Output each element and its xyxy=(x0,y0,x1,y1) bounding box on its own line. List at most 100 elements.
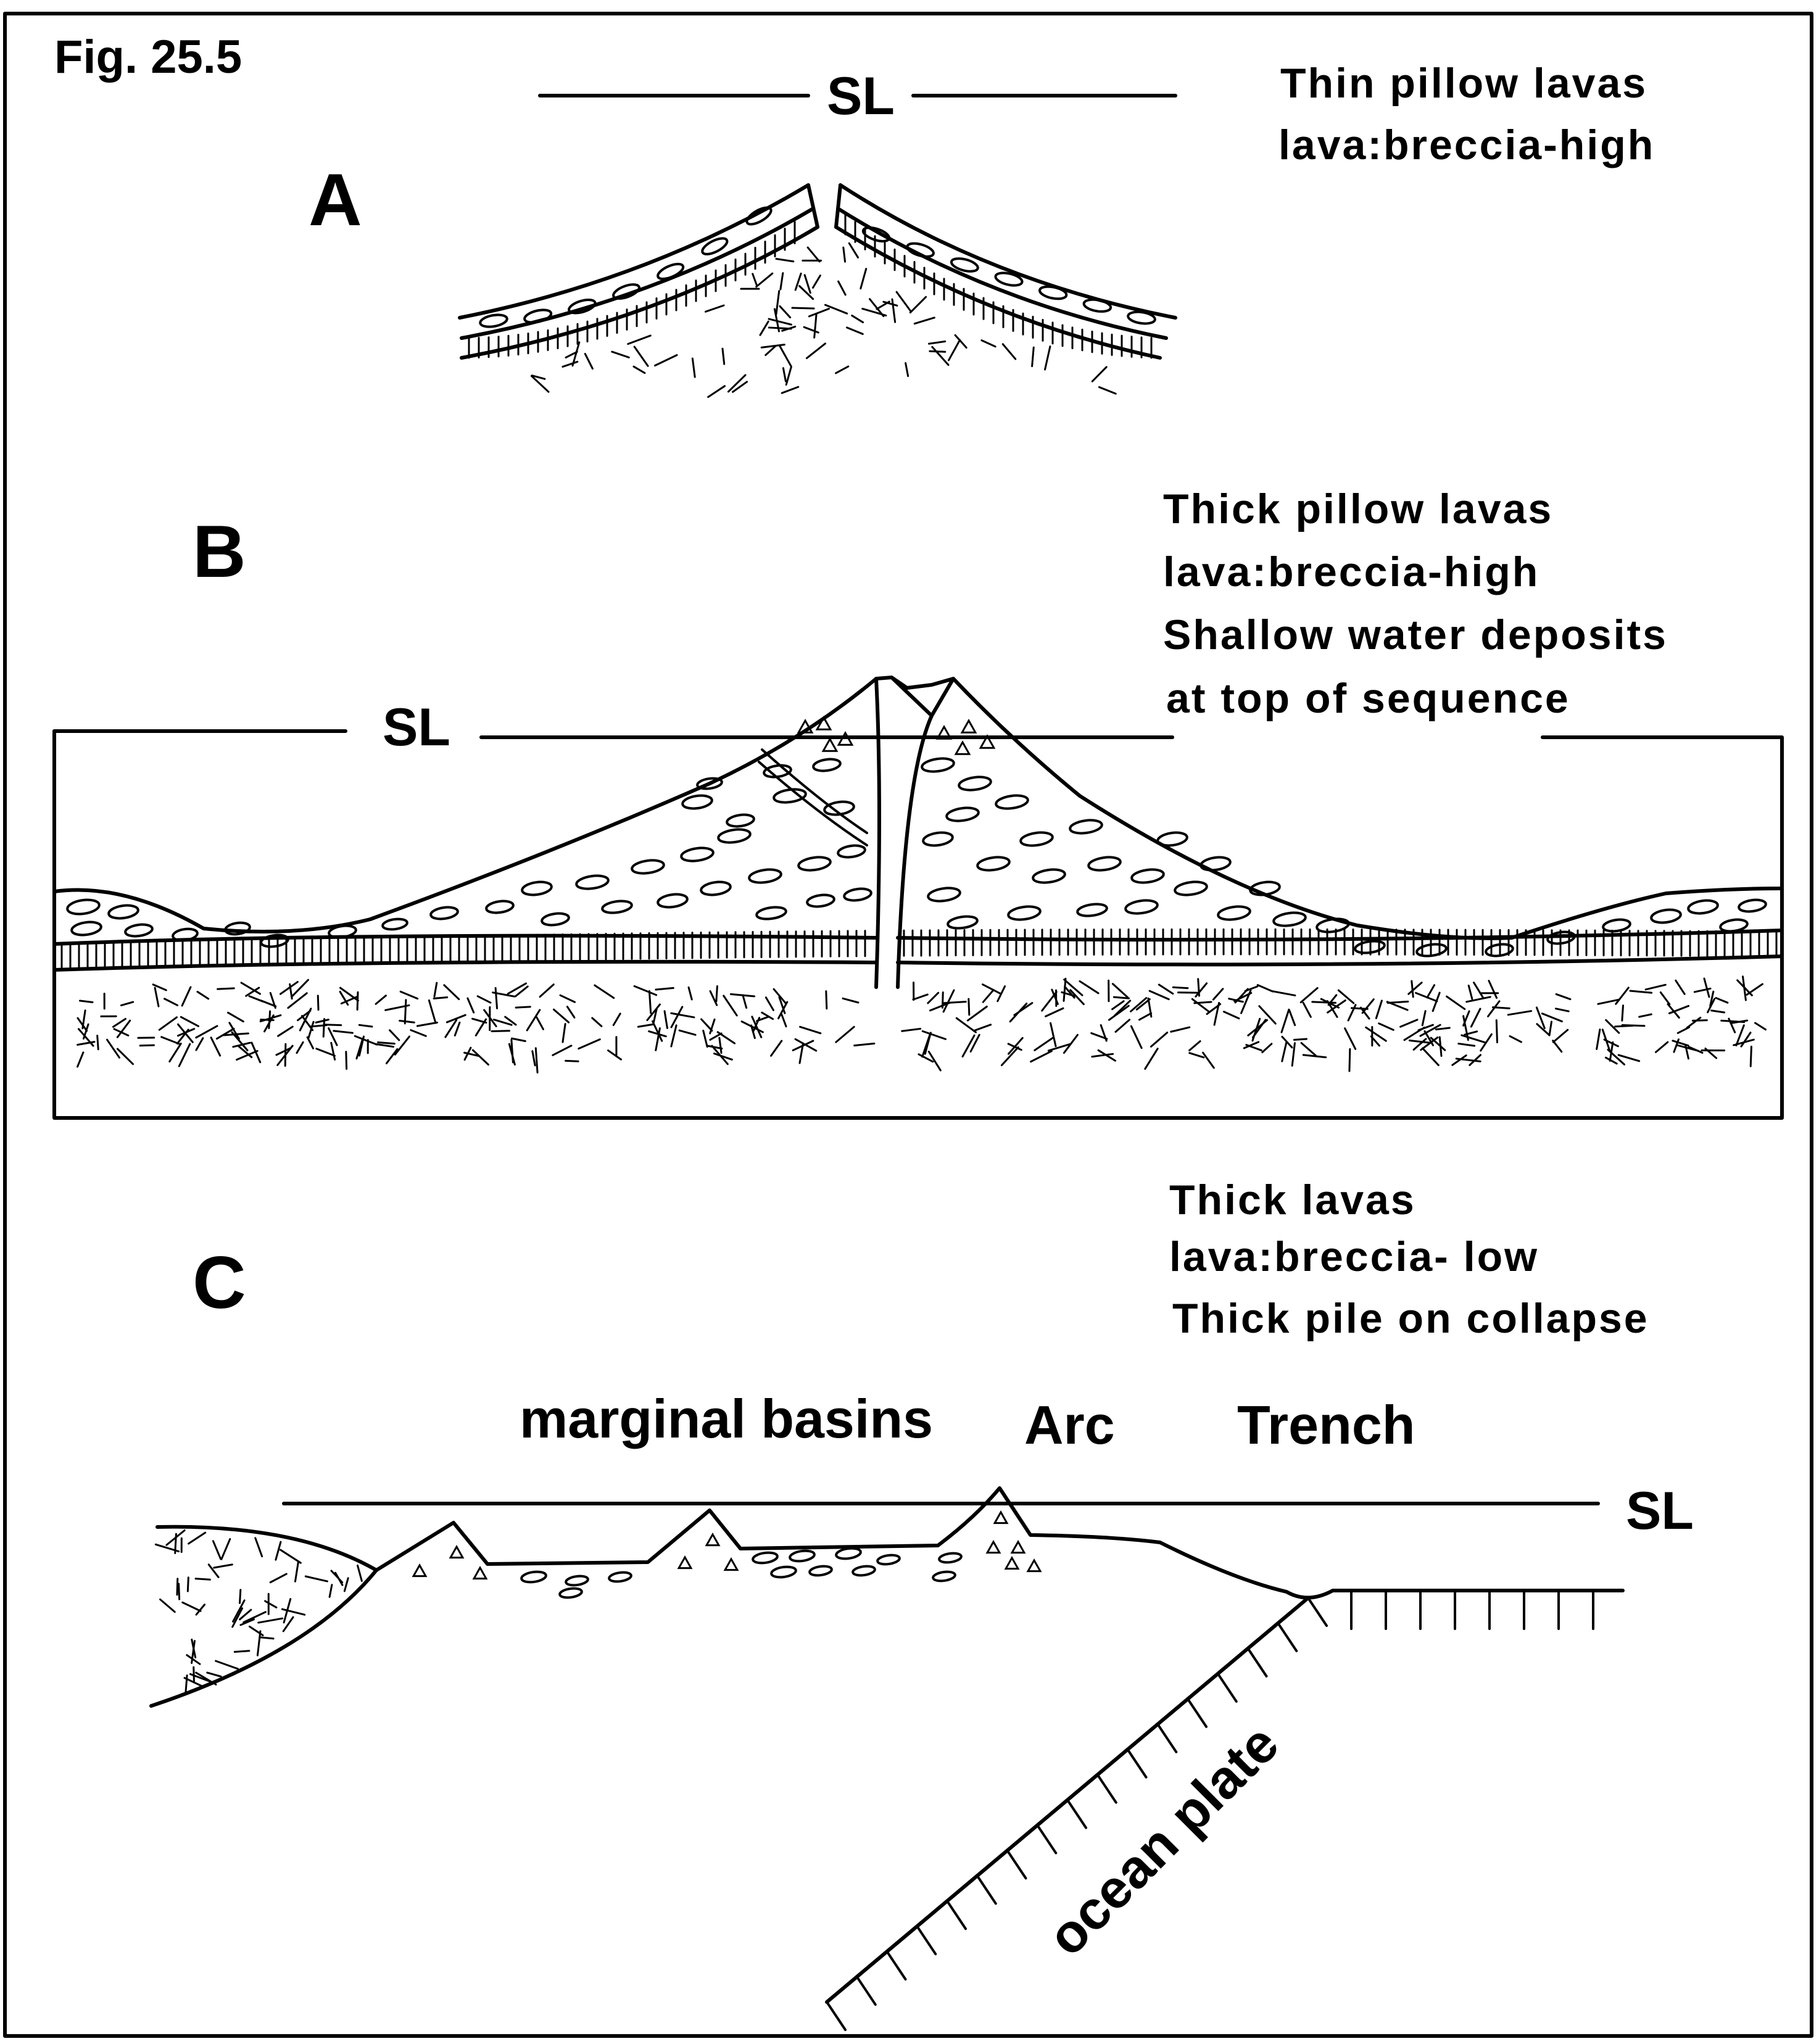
pillow-shape xyxy=(521,880,552,896)
pillow-shape xyxy=(657,893,688,909)
gabbro-tick xyxy=(1616,988,1629,1004)
breccia-fragment xyxy=(706,1534,719,1545)
gabbro-tick xyxy=(1282,1043,1287,1062)
gabbro-tick xyxy=(265,1601,276,1607)
gabbro-tick xyxy=(257,1631,260,1655)
pillow-shape xyxy=(1217,904,1251,921)
gabbro-tick xyxy=(1051,1023,1056,1046)
gabbro-tick xyxy=(656,988,673,990)
pillow-shape xyxy=(1032,867,1066,884)
panel-c-note-2: lava:breccia- low xyxy=(1169,1233,1539,1280)
pillow-shape xyxy=(1157,831,1188,847)
panel-c-label-arc: Arc xyxy=(1024,1394,1115,1455)
panel-c-label-ocean-plate: ocean plate xyxy=(1035,1713,1290,1967)
pillow-shape xyxy=(806,893,835,908)
gabbro-tick xyxy=(1755,1023,1766,1030)
pillow-shape xyxy=(681,846,714,863)
gabbro-tick xyxy=(733,382,747,392)
gabbro-tick xyxy=(285,1044,286,1065)
panel-c-basin-lavas xyxy=(521,1547,962,1599)
gabbro-tick xyxy=(478,996,491,1003)
gabbro-tick xyxy=(1471,1009,1480,1027)
pillow-shape xyxy=(798,855,831,872)
gabbro-tick xyxy=(786,367,791,384)
gabbro-tick xyxy=(974,1025,991,1031)
gabbro-tick xyxy=(516,1007,530,1008)
gabbro-tick xyxy=(376,996,386,1004)
plate-tick xyxy=(1128,1750,1146,1777)
plate-tick xyxy=(917,1926,935,1954)
panel-c-label-trench: Trench xyxy=(1237,1394,1415,1455)
gabbro-tick xyxy=(390,1030,399,1040)
panel-b-note-3: Shallow water deposits xyxy=(1163,611,1668,658)
gabbro-tick xyxy=(216,1661,238,1669)
gabbro-tick xyxy=(316,1020,328,1023)
panel-b-feeder-left xyxy=(876,679,879,987)
gabbro-tick xyxy=(1113,984,1127,998)
gabbro-tick xyxy=(429,1000,436,1023)
breccia-fragment xyxy=(1028,1560,1040,1571)
pillow-shape xyxy=(1651,908,1681,924)
gabbro-tick xyxy=(982,341,995,347)
gabbro-tick xyxy=(1615,1026,1633,1027)
gabbro-tick xyxy=(1109,1006,1129,1020)
panel-b-gabbro-texture xyxy=(78,977,1766,1073)
gabbro-tick xyxy=(579,1040,600,1049)
gabbro-tick xyxy=(1376,1001,1382,1018)
gabbro-tick xyxy=(1131,1026,1142,1048)
pillow-shape xyxy=(947,915,978,930)
pillow-shape xyxy=(939,1552,962,1564)
plate-tick xyxy=(1008,1850,1026,1878)
gabbro-tick xyxy=(355,1036,377,1045)
pillow-shape xyxy=(682,794,713,810)
gabbro-tick xyxy=(113,1019,125,1027)
gabbro-tick xyxy=(1687,1017,1701,1027)
gabbro-tick xyxy=(634,366,645,373)
gabbro-tick xyxy=(270,1574,286,1583)
gabbro-tick xyxy=(411,1030,426,1036)
breccia-fragment xyxy=(725,1559,737,1570)
pillow-shape xyxy=(568,297,597,316)
panel-a-sea-level-label: SL xyxy=(827,67,895,126)
figure-label: Fig. 25.5 xyxy=(54,31,242,83)
gabbro-tick xyxy=(1338,990,1353,1003)
pillow-shape xyxy=(1273,911,1306,927)
gabbro-tick xyxy=(1159,985,1173,994)
gabbro-tick xyxy=(1412,981,1413,997)
gabbro-tick xyxy=(1474,983,1483,998)
gabbro-tick xyxy=(196,1038,203,1050)
gabbro-tick xyxy=(723,349,724,364)
gabbro-tick xyxy=(782,387,798,393)
panel-c-note-1: Thick lavas xyxy=(1169,1177,1416,1223)
gabbro-tick xyxy=(83,1011,85,1028)
gabbro-tick xyxy=(240,1590,241,1603)
gabbro-tick xyxy=(1556,994,1570,999)
gabbro-tick xyxy=(140,1045,154,1046)
gabbro-tick xyxy=(983,990,993,1002)
gabbro-tick xyxy=(1597,1030,1600,1049)
gabbro-tick xyxy=(1173,987,1188,988)
gabbro-tick xyxy=(1488,1001,1499,1017)
gabbro-tick xyxy=(455,1022,460,1035)
pillow-shape xyxy=(1602,918,1631,933)
gabbro-tick xyxy=(634,986,656,995)
gabbro-tick xyxy=(760,321,768,335)
gabbro-tick xyxy=(121,1002,133,1005)
gabbro-tick xyxy=(743,995,747,1008)
gabbro-tick xyxy=(346,1052,347,1069)
pillow-shape xyxy=(852,1565,876,1577)
gabbro-tick xyxy=(1422,1011,1425,1025)
gabbro-tick xyxy=(1379,1024,1394,1030)
gabbro-tick xyxy=(671,1013,694,1017)
pillow-shape xyxy=(927,886,961,903)
gabbro-tick xyxy=(295,1562,298,1582)
gabbro-tick xyxy=(1622,1006,1623,1020)
gabbro-tick xyxy=(808,247,819,262)
gabbro-tick xyxy=(1362,999,1374,1013)
gabbro-tick xyxy=(329,1585,332,1597)
gabbro-tick xyxy=(806,344,825,358)
gabbro-tick xyxy=(689,987,692,999)
gabbro-tick xyxy=(1001,1047,1018,1065)
gabbro-tick xyxy=(553,1046,571,1055)
gabbro-tick xyxy=(405,1000,406,1024)
